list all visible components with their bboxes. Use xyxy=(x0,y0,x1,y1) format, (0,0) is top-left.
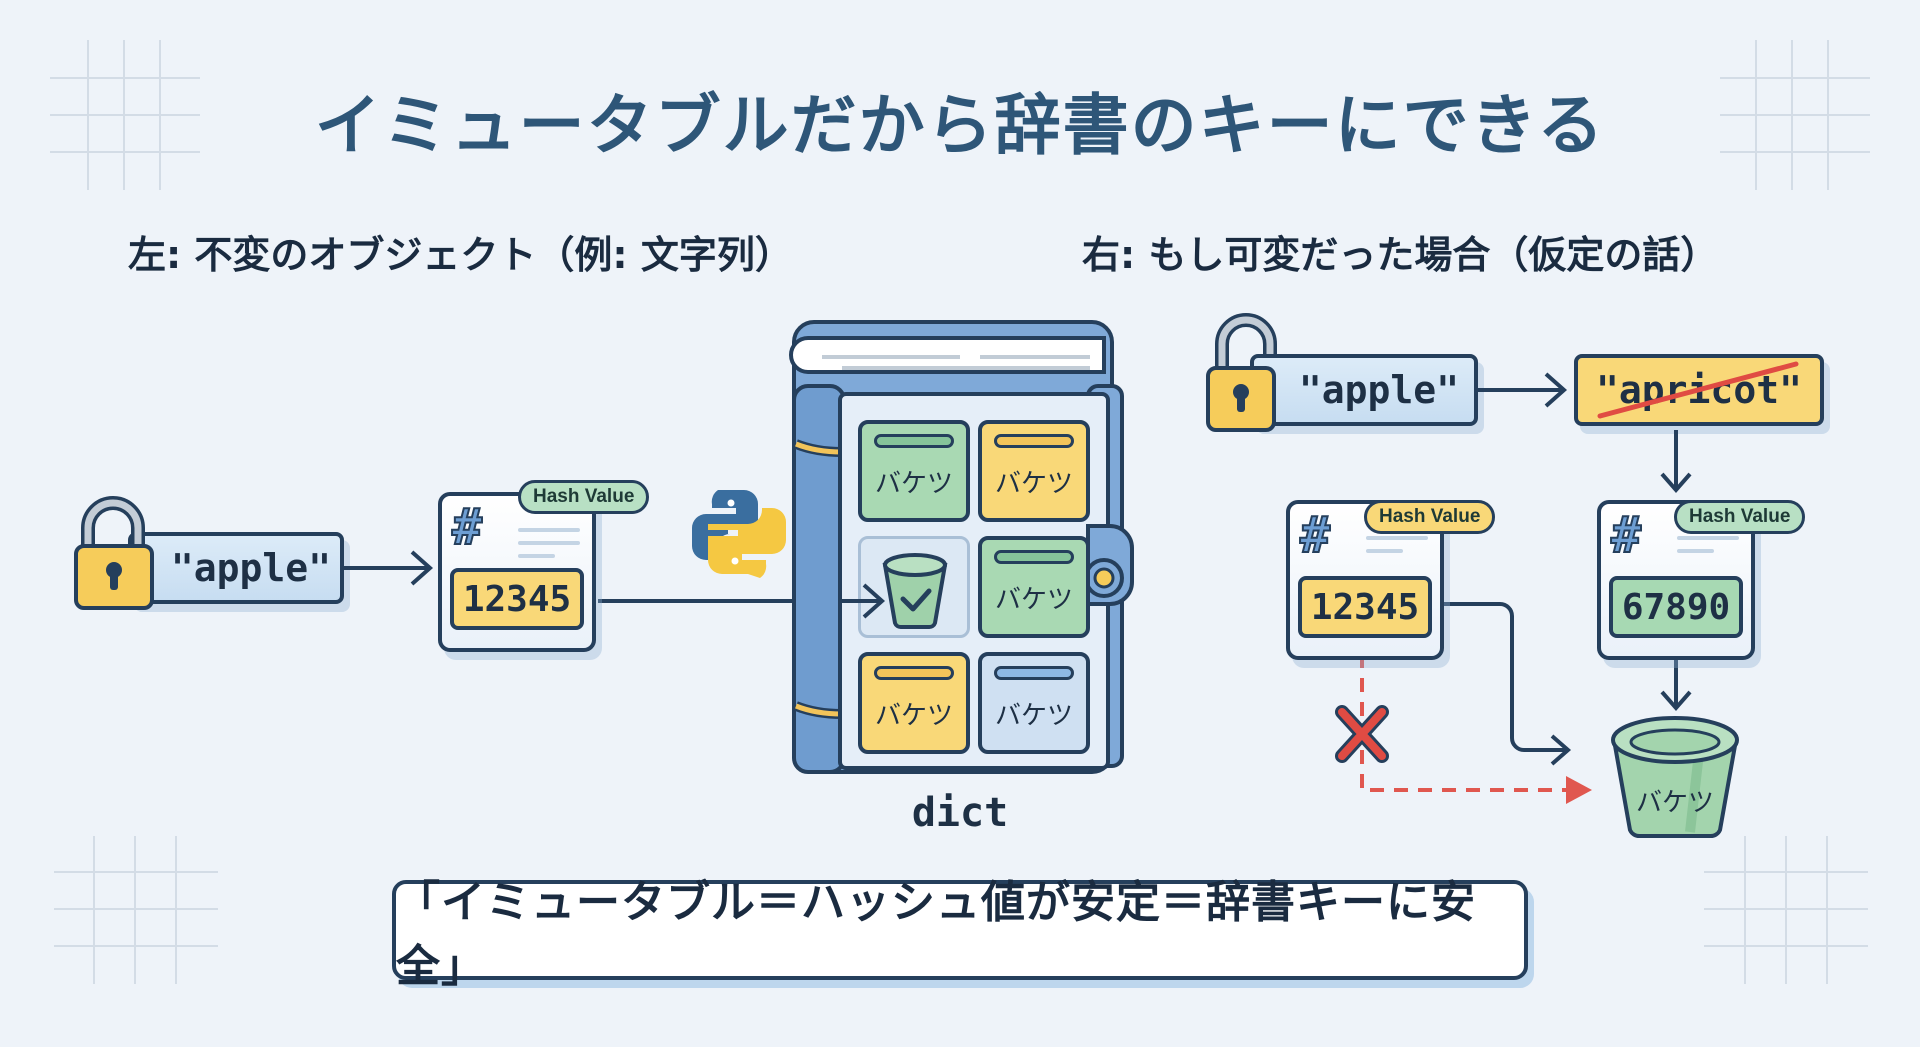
left-hash-card: # 12345 xyxy=(438,492,596,652)
grid-top-left xyxy=(50,40,200,190)
new-hash-card: # 67890 xyxy=(1597,500,1755,660)
bucket-label: バケツ xyxy=(994,701,1073,731)
dict-bucket: バケツ xyxy=(978,652,1090,754)
text-lines-icon xyxy=(1366,536,1428,562)
dict-bucket: バケツ xyxy=(858,420,970,522)
old-hash-value: 12345 xyxy=(1298,576,1432,638)
new-hash-value: 67890 xyxy=(1609,576,1743,638)
left-hash-value: 12345 xyxy=(450,568,584,630)
target-bucket-icon xyxy=(1611,716,1739,838)
unlocked-padlock-icon xyxy=(1206,313,1277,432)
grid-top-right xyxy=(1720,40,1870,190)
python-logo-icon xyxy=(692,490,786,578)
bucket-label: バケツ xyxy=(874,469,953,499)
left-key-string: "apple" xyxy=(170,546,332,590)
failed-lookup-dashed-arrow xyxy=(1360,654,1592,804)
bucket-check-icon xyxy=(882,553,948,629)
new-hash-badge: Hash Value xyxy=(1674,500,1806,534)
dict-bucket-target xyxy=(858,536,970,638)
left-heading: 左: 不変のオブジェクト（例: 文字列） xyxy=(128,233,793,277)
hash-icon: # xyxy=(1610,506,1642,564)
arrow-old-hash-routed xyxy=(1438,602,1572,766)
grid-bottom-right xyxy=(1704,836,1868,984)
dict-bucket: バケツ xyxy=(978,420,1090,522)
dict-label: dict xyxy=(911,790,1009,836)
page-title: イミュータブルだから辞書のキーにできる xyxy=(314,87,1606,164)
dict-bucket: バケツ xyxy=(858,652,970,754)
bucket-label: バケツ xyxy=(994,469,1073,499)
hash-icon: # xyxy=(451,498,483,556)
bucket-bar xyxy=(874,434,954,448)
bucket-bar xyxy=(874,666,954,680)
right-key-string: "apple" xyxy=(1298,368,1460,412)
bucket-label: バケツ xyxy=(874,701,953,731)
text-lines-icon xyxy=(518,528,580,567)
target-bucket-label: バケツ xyxy=(1635,788,1714,818)
bucket-bar xyxy=(994,434,1074,448)
text-lines-icon xyxy=(1677,536,1739,562)
strikethrough-line xyxy=(1597,361,1799,419)
grid-bottom-left xyxy=(54,836,218,984)
left-hash-badge: Hash Value xyxy=(518,480,650,514)
arrow-mutation xyxy=(1478,372,1568,408)
error-x-icon xyxy=(1335,705,1389,763)
arrow-key-to-hash xyxy=(344,550,434,586)
arrow-into-bucket xyxy=(840,583,886,619)
locked-padlock-icon xyxy=(74,496,154,610)
bucket-bar xyxy=(994,550,1074,564)
right-heading: 右: もし可変だった場合（仮定の話） xyxy=(1082,233,1719,277)
bucket-label: バケツ xyxy=(994,585,1073,615)
old-hash-badge: Hash Value xyxy=(1364,500,1496,534)
bucket-bar xyxy=(994,666,1074,680)
arrow-to-new-hash xyxy=(1660,430,1692,494)
hash-icon: # xyxy=(1299,506,1331,564)
arrow-new-hash-to-bucket xyxy=(1660,656,1692,712)
left-key-string-box: "apple" xyxy=(128,532,344,604)
dict-bucket: バケツ xyxy=(978,536,1090,638)
summary-caption: 「イミュータブル＝ハッシュ値が安定＝辞書キーに安全」 xyxy=(392,877,1528,992)
